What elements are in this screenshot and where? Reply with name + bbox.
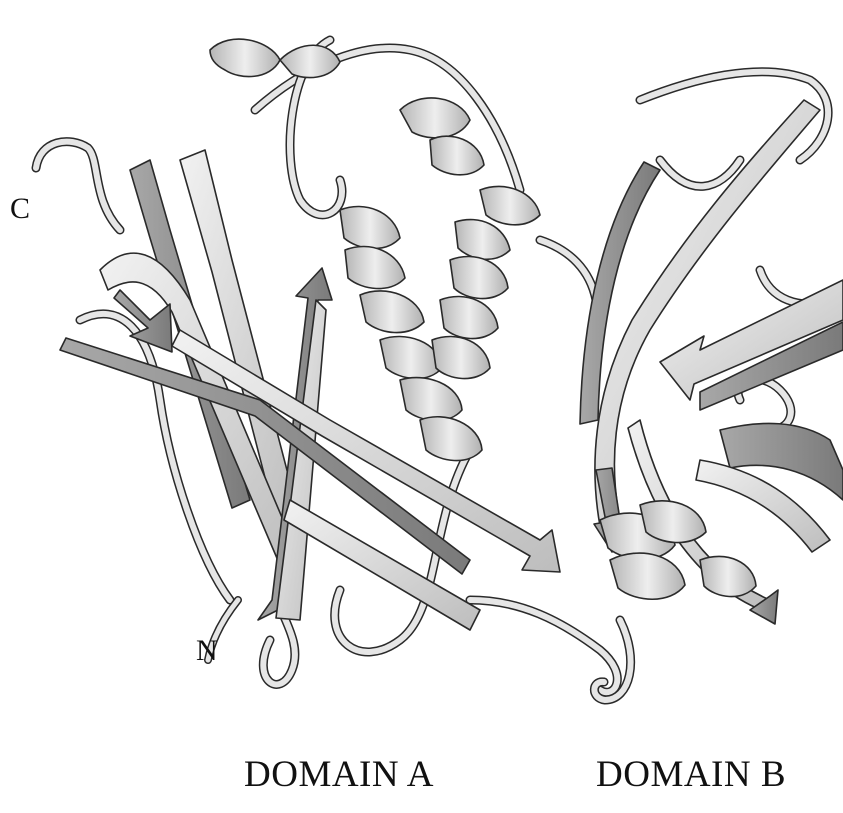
domain-b-label: DOMAIN B: [596, 756, 786, 793]
domain-b-structure: [580, 72, 843, 700]
c-terminus-label: C: [10, 194, 30, 224]
domain-a-structure: [36, 39, 617, 692]
domain-b-helices: [600, 501, 756, 599]
n-terminus-label: N: [196, 636, 218, 666]
domain-a-label: DOMAIN A: [244, 756, 434, 793]
